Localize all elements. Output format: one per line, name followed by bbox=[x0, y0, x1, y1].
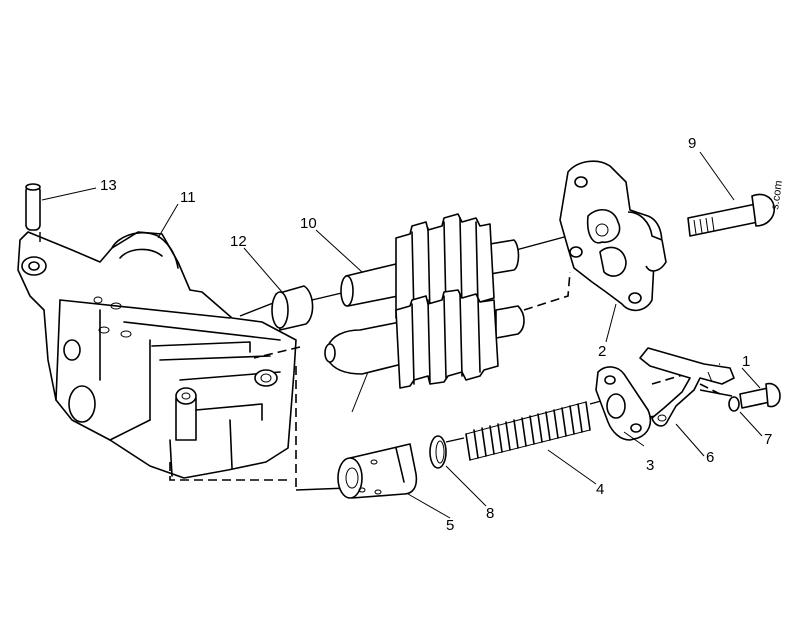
dowel-pin bbox=[25, 183, 41, 231]
callout-11: 11 bbox=[180, 189, 196, 206]
callout-5: 5 bbox=[446, 517, 454, 534]
gear-upper bbox=[395, 213, 495, 319]
callout-9: 9 bbox=[688, 135, 696, 152]
callout-1: 1 bbox=[742, 353, 750, 370]
relief-valve-plunger bbox=[337, 443, 418, 499]
watermark-text: s.com bbox=[769, 180, 785, 211]
callout-13: 13 bbox=[100, 177, 117, 194]
callout-6: 6 bbox=[706, 449, 714, 466]
callout-2: 2 bbox=[598, 343, 606, 360]
washer bbox=[728, 396, 740, 412]
pump-housing bbox=[17, 231, 297, 479]
callout-10: 10 bbox=[300, 215, 317, 232]
relief-valve-spring bbox=[465, 401, 591, 461]
pump-cover bbox=[559, 160, 667, 312]
callout-12: 12 bbox=[230, 233, 247, 250]
callout-7: 7 bbox=[764, 431, 772, 448]
relief-valve-cover-plate bbox=[595, 366, 652, 441]
callout-labels: 13 11 12 10 9 2 1 3 6 7 4 8 5 bbox=[100, 135, 772, 534]
leader-lines bbox=[41, 151, 763, 519]
bolt-short bbox=[739, 382, 781, 409]
bolt-long bbox=[687, 193, 776, 237]
gear-lower bbox=[395, 289, 499, 389]
callout-3: 3 bbox=[646, 457, 654, 474]
bushing bbox=[271, 285, 314, 331]
bracket bbox=[639, 347, 735, 427]
callout-4: 4 bbox=[596, 481, 604, 498]
retaining-ring bbox=[429, 435, 447, 469]
callout-8: 8 bbox=[486, 505, 494, 522]
